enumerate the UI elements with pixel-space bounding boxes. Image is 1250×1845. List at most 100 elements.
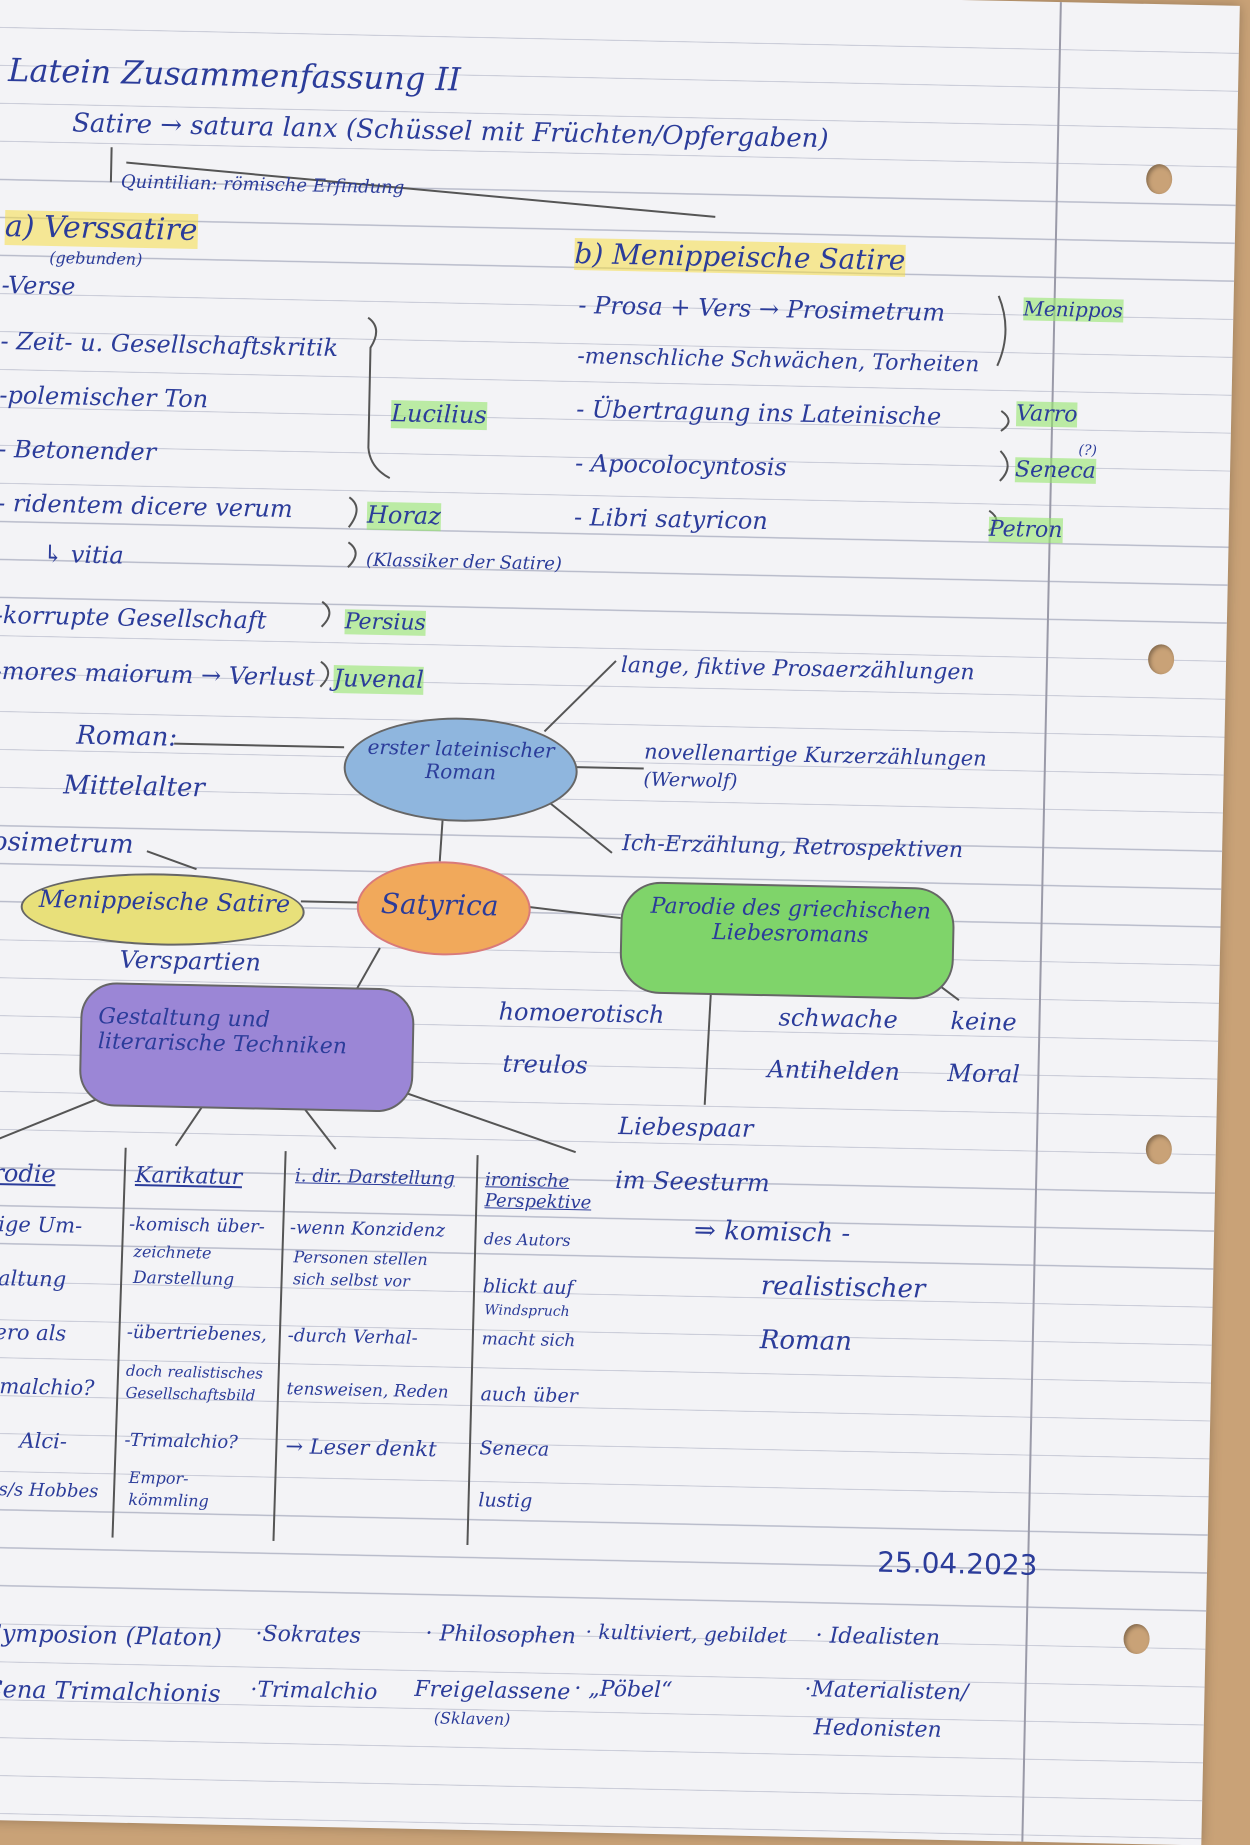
col-parodie-head: Parodie bbox=[0, 1158, 56, 1189]
connector bbox=[547, 800, 613, 854]
parody-text: Parodie des griechischen Liebesromans bbox=[650, 893, 932, 949]
col-ironisch-head: ironische Perspektive bbox=[484, 1169, 592, 1214]
author-lucilius: Lucilius bbox=[390, 399, 488, 430]
verssatire-item: ↳ vitia bbox=[42, 539, 124, 570]
author-seneca: Seneca bbox=[1014, 457, 1097, 485]
connector bbox=[543, 660, 617, 733]
connector bbox=[520, 904, 621, 920]
verssatire-item: -Verse bbox=[1, 270, 76, 301]
connector bbox=[109, 147, 113, 183]
connector bbox=[146, 850, 197, 871]
col-ironisch-line: Seneca bbox=[479, 1437, 550, 1461]
cena-cell: · „Pöbel“ bbox=[574, 1676, 673, 1704]
verssatire-item: -polemischer Ton bbox=[0, 380, 209, 414]
prosimetrum-label: Prosimetrum bbox=[0, 826, 134, 860]
col-indirekt-head: i. dir. Darstellung bbox=[294, 1165, 455, 1190]
col-parodie-line: witzige Um- bbox=[0, 1211, 83, 1238]
verspartien-label: Verspartien bbox=[119, 945, 262, 977]
connector bbox=[376, 1082, 577, 1154]
col-karikatur-line: zeichnete bbox=[133, 1241, 212, 1263]
trait-moral: Moral bbox=[947, 1058, 1021, 1089]
menipp-heading: b) Menippeische Satire bbox=[574, 236, 906, 278]
table-divider bbox=[272, 1151, 287, 1541]
roman-label: Roman: bbox=[75, 720, 178, 753]
roman-trait-2b: (Werwolf) bbox=[643, 768, 738, 793]
author-note: (Klassiker der Satire) bbox=[365, 549, 563, 575]
verssatire-item: - Betonender bbox=[0, 434, 157, 467]
col-indirekt-line: sich selbst vor bbox=[292, 1269, 410, 1291]
connector bbox=[438, 819, 444, 862]
verssatire-heading: a) Verssatire bbox=[4, 209, 198, 249]
col-indirekt-line: Personen stellen bbox=[293, 1247, 428, 1270]
col-ironisch-line: lustig bbox=[478, 1489, 533, 1513]
cena-title: Cena Trimalchionis bbox=[0, 1674, 221, 1708]
author-juvenal: Juvenal bbox=[333, 664, 425, 695]
gestaltung-text: Gestaltung und literarische Techniken bbox=[97, 1004, 348, 1060]
trait-keine: keine bbox=[950, 1006, 1017, 1037]
col-indirekt-line: -durch Verhal- bbox=[287, 1325, 418, 1349]
cena-cell: Freigelassene bbox=[414, 1676, 571, 1706]
connector bbox=[703, 986, 713, 1105]
verssatire-item: -korrupte Gesellschaft bbox=[0, 600, 267, 635]
trait-antihelden: Antihelden bbox=[767, 1055, 901, 1086]
first-novel-text: erster lateinischer Roman bbox=[367, 734, 555, 785]
col-karikatur-line: doch realistisches bbox=[125, 1361, 264, 1383]
author-seneca-note: (?) bbox=[1078, 442, 1098, 459]
col-karikatur-line: -komisch über- bbox=[128, 1213, 266, 1238]
roman-sub: Mittelalter bbox=[62, 770, 206, 804]
col-karikatur-line: Gesellschaftsbild bbox=[125, 1383, 256, 1405]
col-indirekt-line: → Leser denkt bbox=[285, 1434, 437, 1462]
verssatire-subtitle: (gebunden) bbox=[49, 247, 143, 269]
trait-liebespaar: Liebespaar bbox=[617, 1112, 754, 1143]
author-menippos: Menippos bbox=[1023, 296, 1124, 323]
col-karikatur-line: Empor- bbox=[128, 1467, 189, 1489]
menipp-item: - Apocolocyntosis bbox=[574, 449, 788, 482]
col-parodie-line: Trimalchio? bbox=[0, 1373, 95, 1401]
author-varro: Varro bbox=[1015, 401, 1078, 428]
cena-cell: ·Materialisten/ bbox=[804, 1677, 969, 1706]
col-karikatur-head: Karikatur bbox=[134, 1162, 243, 1191]
trait-treulos: treulos bbox=[502, 1049, 589, 1080]
col-ironisch-line: des Autors bbox=[483, 1229, 571, 1251]
trait-seesturm: im Seesturm bbox=[614, 1166, 770, 1198]
menipp-item: - Libri satyricon bbox=[573, 503, 769, 536]
table-divider bbox=[111, 1147, 127, 1538]
symposion-cell: ·Sokrates bbox=[255, 1621, 362, 1649]
cena-cell: ·Trimalchio bbox=[250, 1677, 378, 1706]
conclusion-1: ⇒ komisch - bbox=[693, 1215, 851, 1249]
trait-schwache: schwache bbox=[778, 1003, 898, 1034]
symposion-cell: · kultiviert, gebildet bbox=[585, 1619, 788, 1648]
col-indirekt-line: -wenn Konzidenz bbox=[289, 1217, 446, 1242]
col-ironisch-line: Windspruch bbox=[484, 1302, 570, 1321]
conclusion-2: realistischer bbox=[760, 1271, 926, 1305]
col-parodie-line: → Nero als bbox=[0, 1319, 67, 1346]
col-parodie-line: gestaltung bbox=[0, 1265, 67, 1292]
bracket bbox=[319, 496, 358, 688]
col-ironisch-line: auch über bbox=[480, 1383, 579, 1408]
trait-homo: homoerotisch bbox=[498, 997, 665, 1029]
col-parodie-line: biades/s Hobbes bbox=[0, 1478, 99, 1503]
bracket bbox=[988, 295, 1010, 532]
bracket bbox=[367, 316, 391, 480]
col-indirekt-line: tensweisen, Reden bbox=[286, 1379, 449, 1403]
col-karikatur-line: kömmling bbox=[128, 1489, 209, 1511]
table-divider bbox=[466, 1155, 479, 1546]
col-ironisch-line: blickt auf bbox=[482, 1275, 574, 1300]
symposion-title: Symposion (Platon) bbox=[0, 1618, 223, 1652]
col-karikatur-line: Darstellung bbox=[132, 1267, 235, 1291]
cena-sub: Hedonisten bbox=[813, 1715, 942, 1743]
conclusion-3: Roman bbox=[759, 1325, 853, 1357]
col-karikatur-line: -übertriebenes, bbox=[126, 1321, 268, 1346]
menipp-node-text: Menippeische Satire bbox=[38, 884, 291, 919]
col-karikatur-line: -Trimalchio? bbox=[124, 1429, 239, 1454]
symposion-cell: · Idealisten bbox=[815, 1623, 941, 1651]
symposion-cell: · Philosophen bbox=[425, 1621, 577, 1650]
connector bbox=[174, 742, 345, 749]
author-petron: Petron bbox=[988, 516, 1063, 544]
col-parodie-line: Alci- bbox=[19, 1428, 68, 1454]
cena-sub: (Sklaven) bbox=[433, 1708, 511, 1729]
author-horaz: Horaz bbox=[366, 500, 442, 531]
col-ironisch-line: macht sich bbox=[481, 1329, 576, 1352]
satyrica-text: Satyrica bbox=[380, 887, 499, 923]
